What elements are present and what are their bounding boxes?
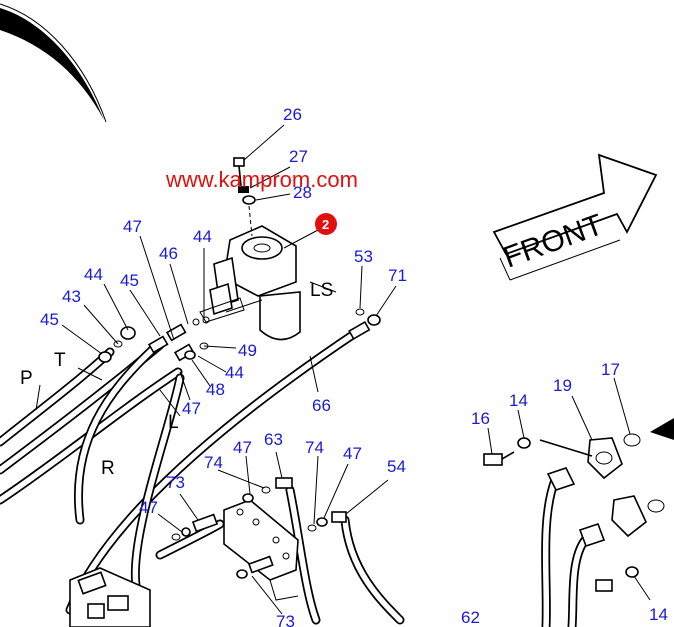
bracket (171, 477, 347, 601)
port-label-t: T (54, 350, 66, 371)
front-arrow: FRONT (492, 153, 658, 281)
part-number-73-b: 73 (276, 612, 295, 627)
part-number-43: 43 (62, 287, 81, 306)
part-number-74-b: 74 (305, 438, 324, 457)
part-number-53: 53 (354, 247, 373, 266)
part-number-14-b: 14 (649, 605, 668, 624)
hoses (0, 325, 590, 627)
part-number-47-e: 47 (139, 498, 158, 517)
fittings-ls (348, 308, 381, 340)
body-curve (0, 8, 104, 120)
part-number-71: 71 (388, 266, 407, 285)
part-number-73-a: 73 (166, 473, 185, 492)
leader-lines (35, 124, 651, 615)
bolt-stack (233, 157, 256, 237)
port-labels: LS T P L R (20, 280, 333, 479)
part-number-44-b: 44 (84, 265, 103, 284)
part-number-44-a: 44 (193, 227, 212, 246)
part-number-14-a: 14 (509, 391, 528, 410)
fittings-left (98, 316, 210, 363)
part-number-47-d: 47 (343, 444, 362, 463)
part-number-47-b: 47 (182, 399, 201, 418)
watermark: www.kamprom.com (165, 167, 358, 192)
part-number-44-c: 44 (225, 363, 244, 382)
port-label-l: L (168, 412, 179, 433)
part-number-47-c: 47 (233, 438, 252, 457)
part-number-16: 16 (471, 409, 490, 428)
part-number-54: 54 (387, 457, 406, 476)
part-number-62: 62 (461, 608, 480, 627)
part-number-45-a: 45 (120, 271, 139, 290)
body-curve-line (0, 3, 107, 123)
part-number-26: 26 (283, 105, 302, 124)
part-number-74-a: 74 (204, 453, 223, 472)
valve-assembly (199, 225, 301, 341)
fittings-right (483, 418, 674, 592)
part-number-17: 17 (601, 360, 620, 379)
part-number-47-a: 47 (123, 217, 142, 236)
port-label-r: R (101, 458, 115, 479)
part-number-63: 63 (264, 430, 283, 449)
part-number-46: 46 (159, 244, 178, 263)
callout-badge-label: 2 (322, 217, 329, 232)
part-number-48: 48 (206, 380, 225, 399)
part-number-27: 27 (289, 147, 308, 166)
part-number-45-b: 45 (40, 310, 59, 329)
part-number-19: 19 (553, 376, 572, 395)
port-label-p: P (20, 368, 33, 389)
port-label-ls: LS (310, 280, 333, 301)
part-number-49: 49 (238, 341, 257, 360)
part-number-28: 28 (293, 183, 312, 202)
control-valve (69, 567, 151, 627)
callout-badge: 2 (315, 213, 337, 235)
part-numbers: 26 27 28 47 44 46 44 45 43 45 53 71 49 4… (40, 105, 668, 627)
part-number-66: 66 (312, 396, 331, 415)
